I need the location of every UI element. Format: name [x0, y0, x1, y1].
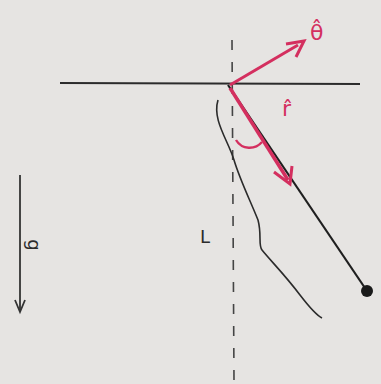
unit-vector-label: r̂ — [282, 98, 291, 120]
arrow-head — [286, 41, 304, 57]
gravity-arrow — [19, 175, 21, 310]
pendulum-rod — [228, 85, 367, 291]
arrow-head — [274, 166, 292, 184]
pendulum-bob — [361, 285, 373, 297]
theta-unit-vector — [230, 45, 298, 85]
length-brace — [217, 100, 322, 318]
angle-arc — [236, 140, 262, 148]
arrow-head — [15, 300, 25, 312]
ceiling-line — [60, 83, 360, 84]
radial-unit-vector — [230, 88, 288, 180]
unit-vector-label: θ̂ — [310, 22, 323, 44]
length-label: L — [200, 228, 210, 246]
gravity-label: g — [25, 239, 43, 250]
